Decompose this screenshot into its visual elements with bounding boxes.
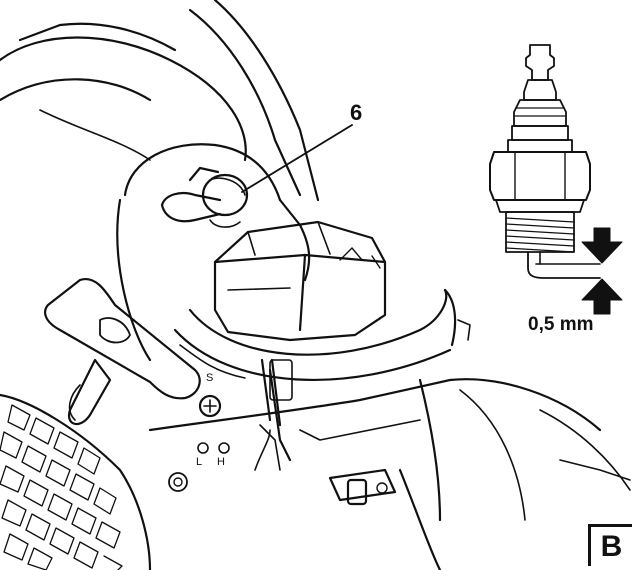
arrow-down-icon — [581, 227, 623, 264]
filter-tray — [173, 288, 471, 382]
choke-knob — [160, 166, 249, 228]
spark-plug-icon — [489, 44, 601, 279]
upper-housing — [0, 0, 320, 202]
body-posts — [254, 358, 293, 471]
starter-handle — [44, 277, 201, 426]
adjustment-screws — [168, 394, 230, 492]
lower-housing — [148, 368, 631, 570]
screw-label-l: L — [196, 456, 203, 468]
figure-letter: B — [588, 524, 632, 566]
screw-label-h: H — [217, 456, 225, 468]
screw-head-icon — [198, 394, 222, 418]
air-filter-block — [213, 220, 387, 342]
callout-leader-6 — [241, 124, 353, 193]
arrow-up-icon — [581, 278, 623, 315]
cylinder-cover — [116, 143, 311, 362]
screw-label-s: S — [206, 372, 214, 384]
cooling-grille — [0, 393, 152, 570]
electrode-gap-label: 0,5 mm — [528, 314, 594, 335]
gap-indicator — [581, 227, 623, 315]
stop-switch — [328, 468, 397, 506]
callout-number: 6 — [350, 100, 363, 125]
